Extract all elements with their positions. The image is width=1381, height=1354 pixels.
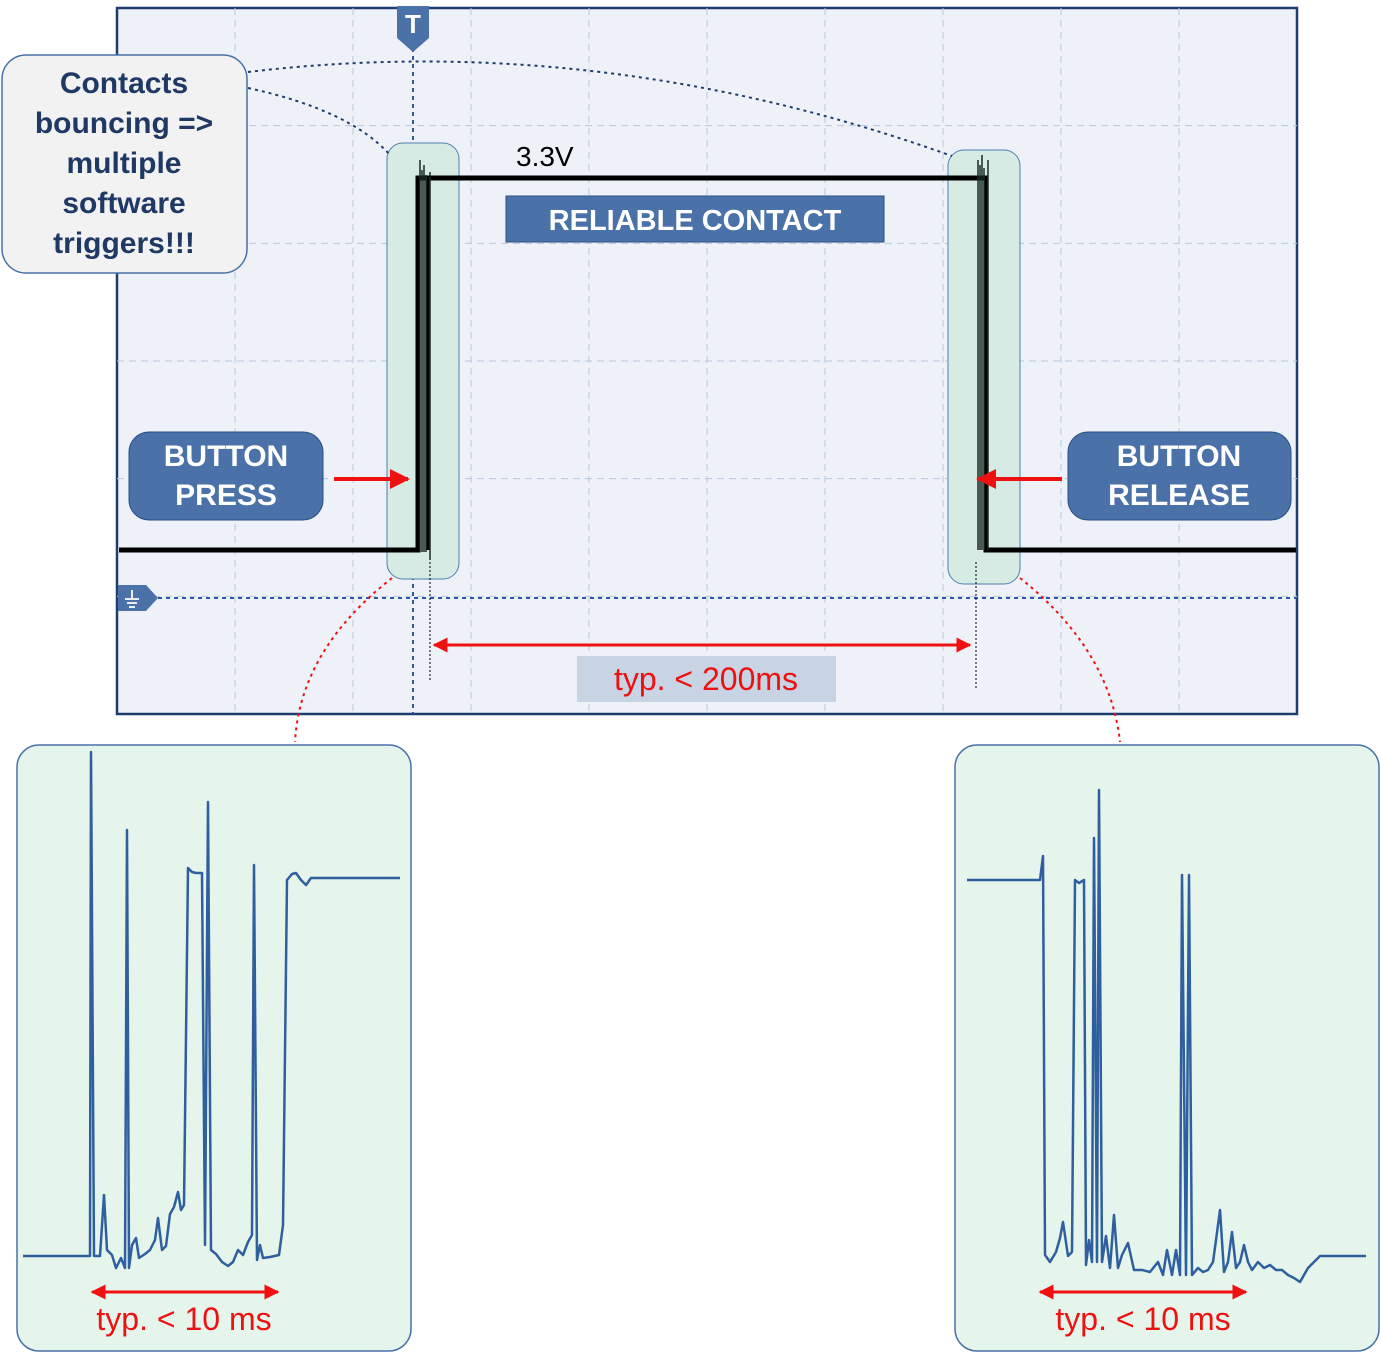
trigger-marker-icon: T [397, 6, 429, 52]
release-duration-label: typ. < 10 ms [1055, 1301, 1230, 1337]
press-bounce-trace [23, 750, 400, 1270]
button-release-label: BUTTON RELEASE [976, 431, 1292, 521]
bounce-callout: Contacts bouncing => multiple software t… [1, 54, 248, 274]
svg-text:triggers!!!: triggers!!! [53, 227, 195, 260]
callout-connectors [247, 60, 953, 157]
voltage-label: 3.3V [516, 141, 574, 172]
press-bounce-highlight [386, 142, 460, 580]
duration-label: typ. < 200ms [614, 661, 798, 697]
zoom-panel-release: typ. < 10 ms [954, 744, 1380, 1352]
reliable-contact-box: RELIABLE CONTACT [505, 195, 885, 243]
scope-screen [115, 6, 1299, 716]
signal-trace [119, 155, 1296, 560]
svg-text:BUTTON: BUTTON [164, 440, 288, 473]
svg-text:Contacts: Contacts [60, 67, 188, 100]
svg-text:RELEASE: RELEASE [1108, 479, 1250, 512]
press-duration-label: typ. < 10 ms [96, 1301, 271, 1337]
zoom-panel-press: typ. < 10 ms [16, 744, 412, 1352]
release-bounce-trace [967, 788, 1366, 1284]
ground-marker-icon [118, 585, 158, 611]
svg-text:T: T [405, 9, 421, 39]
svg-text:RELIABLE CONTACT: RELIABLE CONTACT [549, 205, 842, 237]
button-press-label: BUTTON PRESS [128, 431, 410, 521]
duration-measure: typ. < 200ms [429, 562, 977, 702]
svg-text:software: software [62, 187, 185, 220]
svg-text:PRESS: PRESS [175, 479, 277, 512]
svg-text:BUTTON: BUTTON [1117, 440, 1241, 473]
svg-text:bouncing =>: bouncing => [35, 107, 213, 140]
svg-text:multiple: multiple [66, 147, 181, 180]
